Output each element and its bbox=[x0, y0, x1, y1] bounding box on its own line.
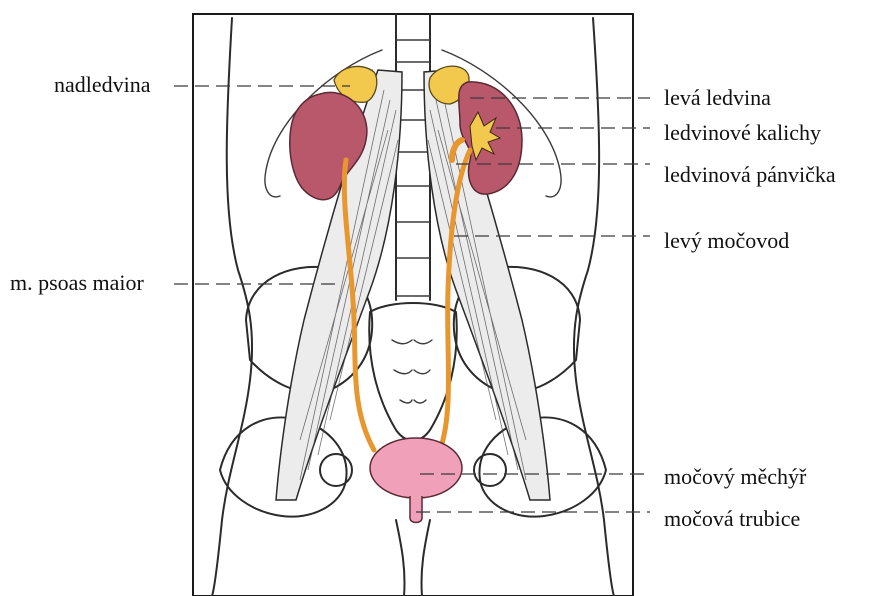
label-ledvinove-kalichy: ledvinové kalichy bbox=[664, 122, 821, 144]
label-mocovy-mechyr: močový měchýř bbox=[664, 466, 806, 488]
label-mocova-trubice: močová trubice bbox=[664, 508, 800, 530]
label-leva-ledvina: levá ledvina bbox=[664, 87, 771, 109]
label-psoas: m. psoas maior bbox=[10, 272, 144, 294]
label-ledvinova-panvicka: ledvinová pánvička bbox=[664, 164, 836, 186]
urethra bbox=[410, 496, 422, 523]
label-nadledvina: nadledvina bbox=[54, 74, 151, 96]
urinary-bladder bbox=[370, 438, 462, 498]
spine bbox=[396, 14, 430, 300]
label-levy-mocovod: levý močovod bbox=[664, 230, 789, 252]
pelvis bbox=[220, 267, 606, 596]
